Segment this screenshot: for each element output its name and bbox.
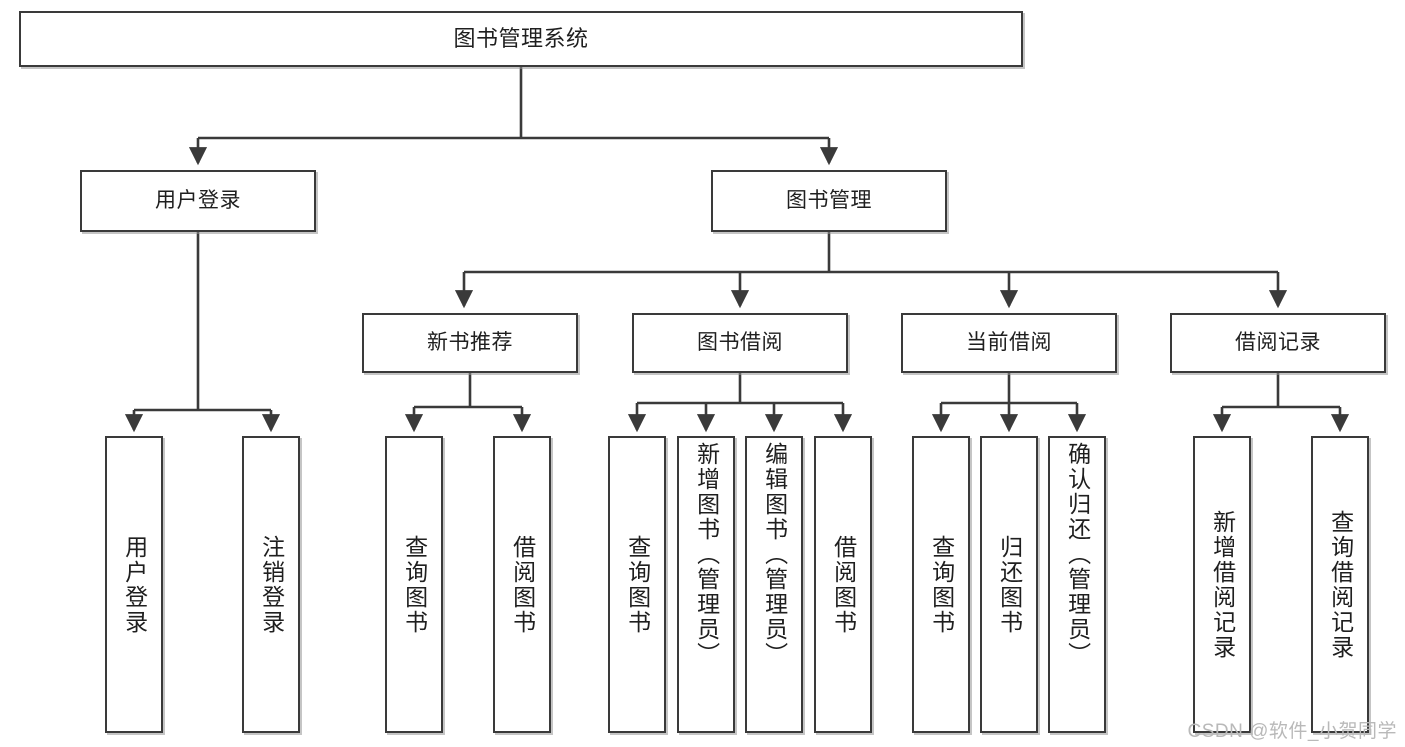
leaf-current-return-book-label: 归还图书	[996, 534, 1023, 635]
leaf-record-add-record[interactable]: 新增借阅记录	[1193, 436, 1251, 733]
leaf-borrow-query-book-label: 查询图书	[624, 534, 651, 635]
leaf-inner: 查询图书	[914, 438, 968, 731]
node-root-system-label: 图书管理系统	[453, 25, 589, 51]
leaf-inner: 归还图书	[982, 438, 1036, 731]
node-book-management-label: 图书管理	[786, 189, 872, 213]
node-new-book-recommend-label: 新书推荐	[427, 331, 513, 355]
leaf-recommend-query-book[interactable]: 查询图书	[385, 436, 443, 733]
leaf-inner: 编辑图书（管理员）	[747, 438, 801, 735]
leaf-inner: 注销登录	[244, 438, 298, 731]
node-book-management[interactable]: 图书管理	[711, 170, 947, 232]
leaf-current-query-book-label: 查询图书	[928, 534, 955, 635]
node-user-login[interactable]: 用户登录	[80, 170, 316, 232]
node-book-borrow[interactable]: 图书借阅	[632, 313, 848, 373]
leaf-borrow-add-book-admin[interactable]: 新增图书（管理员）	[677, 436, 735, 733]
leaf-record-query-record[interactable]: 查询借阅记录	[1311, 436, 1369, 733]
leaf-borrow-add-book-admin-label: 新增图书（管理员）	[693, 442, 720, 667]
leaf-current-confirm-return-admin-label: 确认归还（管理员）	[1064, 442, 1091, 667]
node-new-book-recommend[interactable]: 新书推荐	[362, 313, 578, 373]
leaf-inner: 查询图书	[387, 438, 441, 731]
node-root-system[interactable]: 图书管理系统	[19, 11, 1023, 67]
leaf-user-login-logout[interactable]: 注销登录	[242, 436, 300, 733]
watermark-text: CSDN @软件_小贺同学	[1187, 721, 1397, 742]
leaf-inner: 确认归还（管理员）	[1050, 438, 1104, 735]
node-current-borrow[interactable]: 当前借阅	[901, 313, 1117, 373]
leaf-user-login-login-label: 用户登录	[121, 534, 148, 635]
leaf-borrow-borrow-book[interactable]: 借阅图书	[814, 436, 872, 733]
leaf-record-add-record-label: 新增借阅记录	[1209, 509, 1236, 660]
leaf-inner: 新增图书（管理员）	[679, 438, 733, 735]
leaf-inner: 查询图书	[610, 438, 664, 731]
node-current-borrow-label: 当前借阅	[966, 331, 1052, 355]
leaf-inner: 查询借阅记录	[1313, 438, 1367, 731]
leaf-current-query-book[interactable]: 查询图书	[912, 436, 970, 733]
leaf-recommend-borrow-book[interactable]: 借阅图书	[493, 436, 551, 733]
node-borrow-record[interactable]: 借阅记录	[1170, 313, 1386, 373]
leaf-current-confirm-return-admin[interactable]: 确认归还（管理员）	[1048, 436, 1106, 733]
leaf-inner: 用户登录	[107, 438, 161, 731]
node-book-borrow-label: 图书借阅	[697, 331, 783, 355]
leaf-inner: 借阅图书	[495, 438, 549, 731]
leaf-inner: 借阅图书	[816, 438, 870, 731]
leaf-borrow-borrow-book-label: 借阅图书	[830, 534, 857, 635]
leaf-recommend-query-book-label: 查询图书	[401, 534, 428, 635]
leaf-borrow-edit-book-admin[interactable]: 编辑图书（管理员）	[745, 436, 803, 733]
node-user-login-label: 用户登录	[155, 189, 241, 213]
leaf-borrow-edit-book-admin-label: 编辑图书（管理员）	[761, 442, 788, 667]
leaf-record-query-record-label: 查询借阅记录	[1327, 509, 1354, 660]
leaf-user-login-logout-label: 注销登录	[258, 534, 285, 635]
leaf-inner: 新增借阅记录	[1195, 438, 1249, 731]
leaf-user-login-login[interactable]: 用户登录	[105, 436, 163, 733]
leaf-current-return-book[interactable]: 归还图书	[980, 436, 1038, 733]
leaf-borrow-query-book[interactable]: 查询图书	[608, 436, 666, 733]
leaf-recommend-borrow-book-label: 借阅图书	[509, 534, 536, 635]
node-borrow-record-label: 借阅记录	[1235, 331, 1321, 355]
